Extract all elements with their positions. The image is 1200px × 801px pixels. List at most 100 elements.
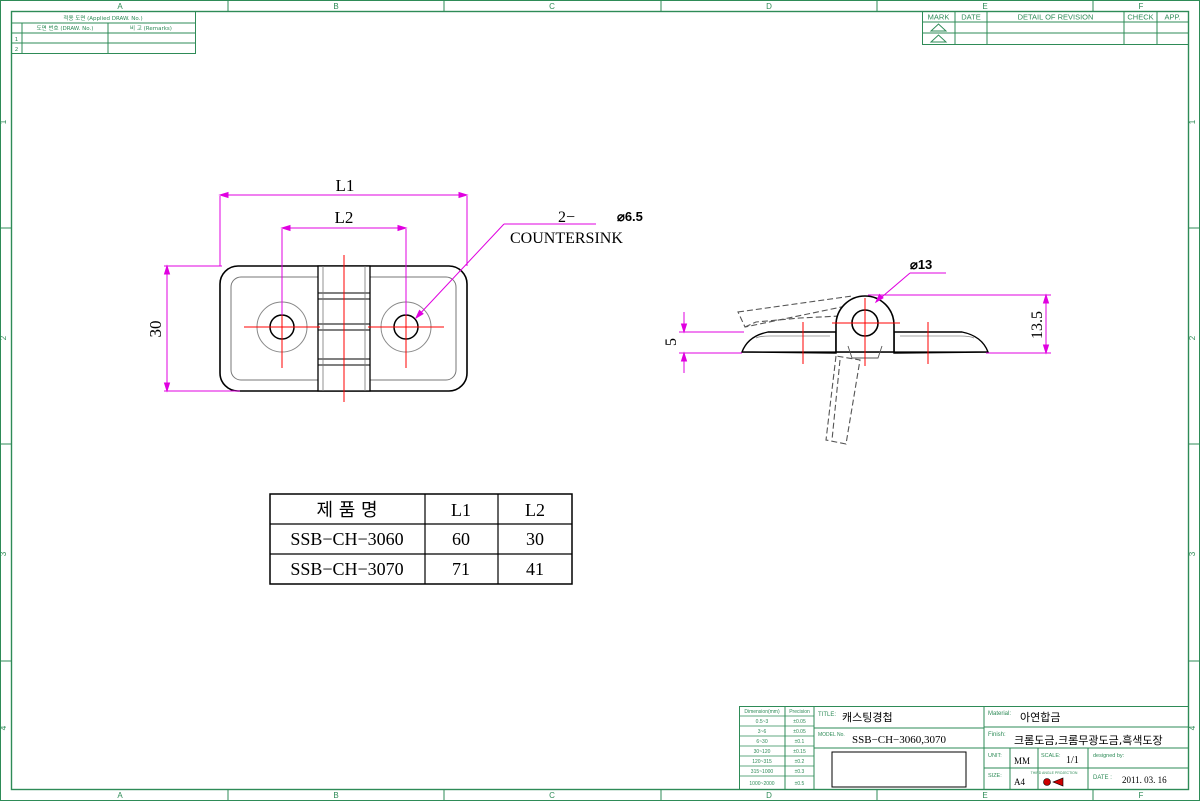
logo-box [831,751,967,788]
col-label-a-top: A [117,2,123,11]
revision-triangle-icon [929,23,948,32]
dim-135-label: 13.5 [1029,311,1046,339]
rev-header-mark: MARK [928,13,950,22]
dimensions-front [163,191,596,393]
date-label: DATE : [1093,775,1112,781]
revision-triangle-icon [929,34,948,43]
revision-block: MARK DATE DETAIL OF REVISION CHECK APP. [922,11,1189,45]
projection-label: THIRD ANGLE PROJECTION [1031,771,1078,775]
tol-cell: ±0.3 [795,769,805,775]
top-ruler [227,1,1094,11]
spec-cell: 41 [526,559,544,579]
tol-cell: ±0.05 [793,729,806,735]
applied-drawing-block: 적용 도면 (Applied DRAW. No.) 도면 번호 (DRAW. N… [11,11,196,54]
rev-header-app: APP. [1164,13,1180,22]
dim-5-label: 5 [663,338,680,346]
inner-border [10,10,1190,791]
tol-cell: ±0.15 [793,749,806,755]
hole-note-text: COUNTERSINK [510,230,623,247]
tol-cell: ±0.5 [795,781,805,787]
spec-cell: 30 [526,529,544,549]
tol-cell: 30~120 [754,749,771,755]
row-label-2-left: 2 [0,335,8,340]
tol-cell: 6~30 [756,739,767,745]
bottom-ruler [227,790,1094,800]
col-label-b-bottom: B [333,791,338,800]
applied-row-2: 2 [15,47,19,53]
col-label-f-top: F [1139,2,1144,11]
dimensions-side [679,272,1051,373]
spec-cell: SSB−CH−3060 [290,529,403,549]
row-label-2-right: 2 [1188,335,1197,340]
row-label-1-left: 1 [0,119,8,124]
date-value: 2011. 03. 16 [1122,775,1167,785]
rev-header-check: CHECK [1127,13,1153,22]
tol-cell: 120~315 [752,759,772,765]
col-label-f-bottom: F [1139,791,1144,800]
right-leaf [893,331,990,354]
tol-cell: 0.5~3 [756,719,769,725]
centerlines-side [802,298,929,366]
col-label-c-top: C [549,2,555,11]
col-label-e-bottom: E [982,791,987,800]
side-view: 5 13.5 ⌀13 [663,257,1051,445]
material-label: Material: [988,711,1011,717]
size-label: SIZE: [988,773,1002,779]
scale-label: SCALE: [1041,753,1061,759]
hole-note-dia: ⌀6.5 [617,209,643,224]
front-view: L1 L2 30 2− COUNTERSINK ⌀6.5 [146,176,643,402]
col-label-c-bottom: C [549,791,555,800]
spec-table: 제 품 명 L1 L2 SSB−CH−3060 60 30 SSB−CH−307… [269,493,573,585]
pin-dia-label: ⌀13 [910,257,932,272]
row-label-3-left: 3 [0,551,8,556]
col-label-d-top: D [766,2,772,11]
unit-value: MM [1014,756,1030,766]
tol-cell: 3~6 [758,729,767,735]
rev-header-date: DATE [961,13,980,22]
dim-height-label: 30 [146,321,165,338]
hole-note-prefix: 2− [558,209,575,226]
dim-l2-label: L2 [335,208,354,227]
row-label-1-right: 1 [1188,119,1197,124]
designed-label: designed by: [1093,753,1125,759]
spec-header-name: 제 품 명 [316,500,377,521]
tol-cell: 1000~2000 [749,781,774,787]
applied-row-1: 1 [15,37,19,43]
rev-header-detail: DETAIL OF REVISION [1018,13,1094,22]
projection-symbol-icon [1043,777,1064,787]
col-label-b-top: B [333,2,338,11]
title-label: TITLE: [818,712,836,718]
spec-header-l1: L1 [451,500,471,520]
spec-cell: 60 [452,529,470,549]
side-rulers [1,227,1199,662]
col-label-a-bottom: A [117,791,123,800]
applied-title: 적용 도면 (Applied DRAW. No.) [63,14,142,22]
rotated-leaf-phantom [737,295,861,445]
col-label-d-bottom: D [766,791,772,800]
title-block: Dimension(mm) Precision 0.5~3 ±0.05 3~6 … [739,706,1189,790]
unit-label: UNIT: [988,753,1002,759]
tol-cell: 315~1000 [751,769,774,775]
tol-header-prec: Precision [789,709,810,715]
tol-cell: ±0.05 [793,719,806,725]
scale-value: 1/1 [1066,755,1079,766]
model-value: SSB−CH−3060,3070 [852,734,947,746]
title-value: 캐스팅경첩 [842,711,893,724]
finish-value: 크롬도금,크롬무광도금,흑색도장 [1014,733,1163,747]
material-value: 아연합금 [1020,711,1060,724]
applied-col-drawno: 도면 번호 (DRAW. No.) [37,24,94,32]
tol-cell: ±0.1 [795,739,805,745]
spec-header-l2: L2 [525,500,545,520]
dim-l1-label: L1 [336,176,355,195]
applied-col-remarks: 비 고 (Remarks) [130,24,172,32]
tol-cell: ±0.2 [795,759,805,765]
row-label-4-right: 4 [1188,725,1197,730]
finish-label: Finish: [988,732,1006,738]
row-label-4-left: 4 [0,725,8,730]
spec-cell: SSB−CH−3070 [290,559,403,579]
row-label-3-right: 3 [1188,551,1197,556]
spec-cell: 71 [452,559,470,579]
left-leaf [740,331,837,354]
